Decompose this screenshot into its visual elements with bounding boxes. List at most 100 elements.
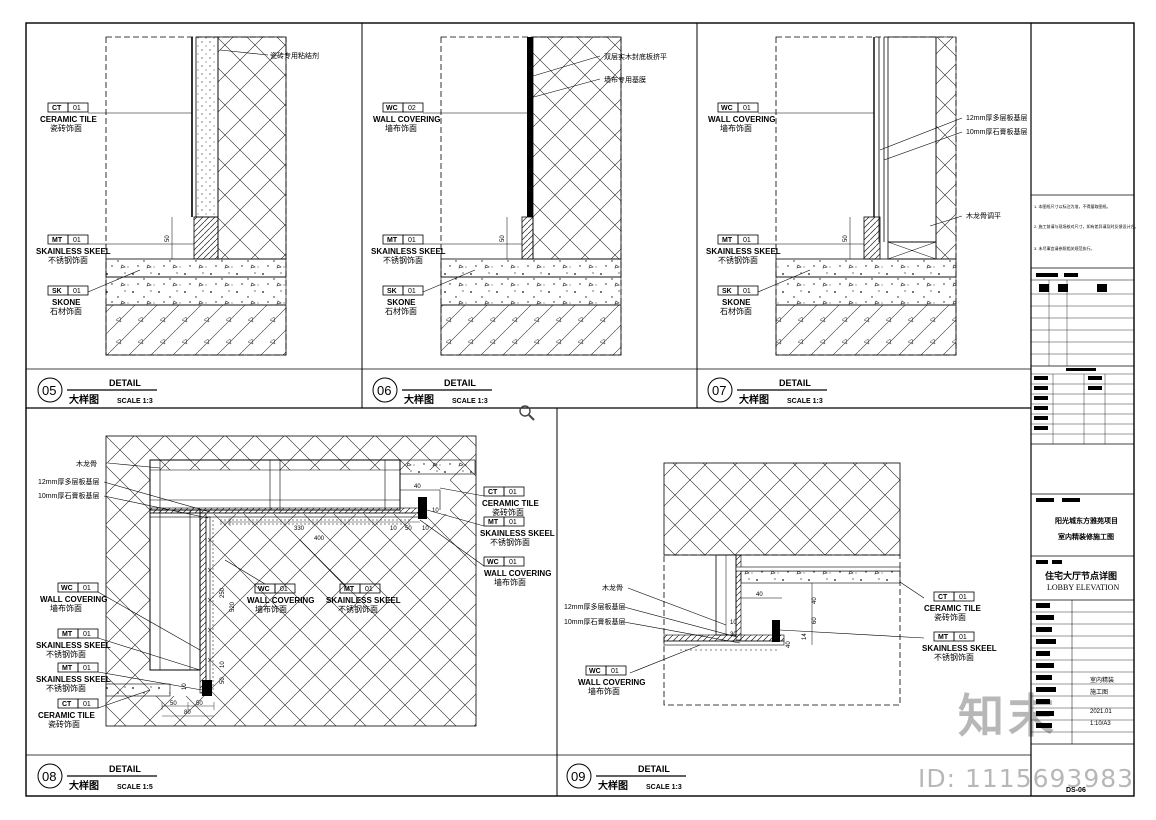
svg-text:01: 01 [959,634,967,641]
callout-text: 木龙骨调平 [966,211,1001,220]
material-tag: WC 01 WALL COVERING 墙布饰面 [40,582,107,613]
dimension: 50 [500,235,506,242]
dimension: 520 [230,601,236,612]
svg-text:DETAIL: DETAIL [638,764,670,774]
dimension: 40 [756,592,763,598]
callout-text: 双层实木封底板挤平 [604,52,667,61]
drawing-title-en: LOBBY ELEVATION [1047,583,1119,592]
dimension: 50 [405,526,412,532]
dimension: 40 [812,597,818,604]
svg-text:SK: SK [387,288,397,295]
svg-text:MT: MT [62,631,73,638]
panel-label-08: 08 DETAIL 大样图 SCALE 1:5 [37,763,157,792]
svg-text:01: 01 [73,105,81,112]
dimension: 50 [220,677,226,684]
dimension: 10 [422,526,429,532]
svg-text:WALL COVERING: WALL COVERING [484,569,551,578]
sheet-frame [25,22,1135,797]
svg-text:01: 01 [83,665,91,672]
svg-text:SKAINLESS SKEEL: SKAINLESS SKEEL [371,247,446,256]
svg-text:石材饰面: 石材饰面 [720,306,752,316]
callout-text: 12mm厚多层板基层 [564,602,625,611]
svg-text:01: 01 [408,288,416,295]
project-name: 室内精装修施工图 [1058,532,1114,541]
material-tag: WC 01 WALL COVERING 墙布饰面 [483,556,551,587]
detail-05: 瓷砖专用粘结剂 50 [87,36,319,356]
svg-text:SCALE 1:3: SCALE 1:3 [452,398,488,405]
type-value: 施工图 [1090,688,1108,696]
dimension: 50 [165,235,171,242]
callout-text: 10mm厚石膏板基层 [38,491,99,500]
svg-text:WC: WC [386,105,398,112]
dimension: 40 [786,641,792,648]
material-tag: CT 01 CERAMIC TILE 瓷砖饰面 [40,102,98,133]
callout-text: 12mm厚多层板基层 [966,113,1027,122]
svg-text:SKAINLESS SKEEL: SKAINLESS SKEEL [480,529,555,538]
svg-text:SKONE: SKONE [52,298,81,307]
svg-text:08: 08 [42,769,56,784]
svg-text:CT: CT [938,594,948,601]
svg-text:不锈钢饰面: 不锈钢饰面 [48,255,88,265]
material-tag: WC 01 WALL COVERING 墙布饰面 [247,583,314,614]
dimension: 250 [220,587,226,598]
material-tag: MT 01 SKAINLESS SKEEL 不锈钢饰面 [706,234,781,265]
svg-text:SKAINLESS SKEEL: SKAINLESS SKEEL [326,596,401,605]
svg-text:CERAMIC TILE: CERAMIC TILE [40,115,98,124]
material-tag: MT 01 SKAINLESS SKEEL 不锈钢饰面 [480,516,555,547]
material-tag: SK 01 SKONE 石材饰面 [382,285,424,316]
svg-text:不锈钢饰面: 不锈钢饰面 [383,255,423,265]
svg-text:01: 01 [611,668,619,675]
svg-text:CT: CT [62,701,72,708]
panel-label-09: 09 DETAIL 大样图 SCALE 1:3 [566,763,686,792]
svg-text:MT: MT [52,237,63,244]
panel-label-05: 05 DETAIL 大样图 SCALE 1:3 [37,377,157,406]
material-tag: MT 01 SKAINLESS SKEEL 不锈钢饰面 [36,234,111,265]
svg-text:01: 01 [73,288,81,295]
svg-text:SKONE: SKONE [387,298,416,307]
svg-text:不锈钢饰面: 不锈钢饰面 [338,604,378,614]
svg-text:大样图: 大样图 [739,393,769,406]
svg-text:不锈钢饰面: 不锈钢饰面 [718,255,758,265]
svg-text:墙布饰面: 墙布饰面 [255,604,287,614]
callout-text: 瓷砖专用粘结剂 [270,51,319,60]
svg-text:01: 01 [509,559,517,566]
dimension: 14 [802,633,808,640]
svg-text:CT: CT [52,105,62,112]
svg-text:09: 09 [571,769,585,784]
svg-text:石材饰面: 石材饰面 [50,306,82,316]
svg-text:01: 01 [280,586,288,593]
svg-text:WC: WC [61,585,73,592]
zoom-cursor-icon [519,405,535,421]
material-tag: SK 01 SKONE 石材饰面 [717,285,759,316]
material-tag: CT 01 CERAMIC TILE 瓷砖饰面 [924,591,982,622]
svg-text:大样图: 大样图 [404,393,434,406]
svg-text:01: 01 [73,237,81,244]
svg-text:SCALE 1:3: SCALE 1:3 [646,784,682,791]
callout-text: 10mm厚石膏板基层 [564,617,625,626]
detail-09: 40 40 60 14 40 10 30 木龙骨 12mm厚多层板基层 10mm… [564,462,925,706]
callout-text: 木龙骨 [76,459,97,468]
svg-text:07: 07 [712,383,726,398]
svg-text:SCALE 1:3: SCALE 1:3 [117,398,153,405]
dimension: 80 [184,710,191,716]
svg-text:WALL COVERING: WALL COVERING [708,115,775,124]
dimension: 10 [730,620,737,626]
svg-text:SKAINLESS SKEEL: SKAINLESS SKEEL [36,641,111,650]
svg-text:大样图: 大样图 [69,779,99,792]
dimension: 50 [170,701,177,707]
svg-text:SKAINLESS SKEEL: SKAINLESS SKEEL [36,675,111,684]
notes-line: 1. 本图纸尺寸以标注为准，不得量取图纸。 [1034,203,1110,209]
svg-text:01: 01 [83,585,91,592]
svg-text:MT: MT [344,586,355,593]
svg-text:WC: WC [487,559,499,566]
svg-text:SCALE 1:3: SCALE 1:3 [787,398,823,405]
svg-text:01: 01 [959,594,967,601]
svg-text:大样图: 大样图 [69,393,99,406]
svg-text:SK: SK [722,288,732,295]
svg-text:WC: WC [589,668,601,675]
svg-text:MT: MT [62,665,73,672]
svg-text:01: 01 [83,701,91,708]
dimension: 50 [843,235,849,242]
scale-value: 1:10/A3 [1090,721,1111,727]
